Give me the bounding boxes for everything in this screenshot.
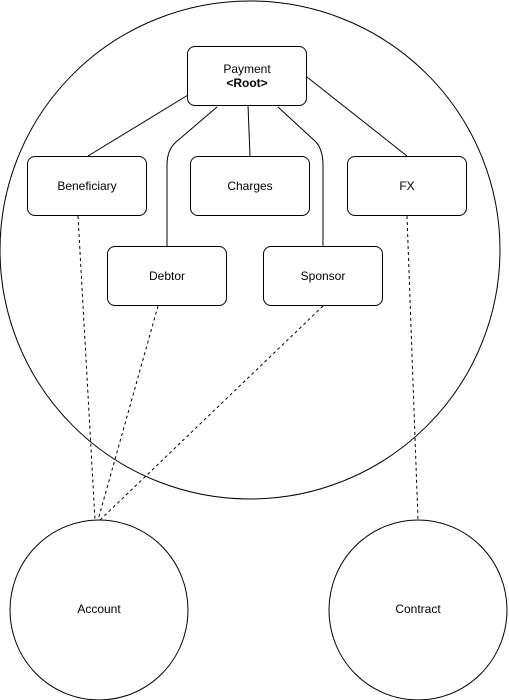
ref-fx-contract bbox=[406, 215, 419, 521]
account-label: Account bbox=[77, 602, 121, 616]
sponsor-node[interactable]: Sponsor bbox=[263, 246, 383, 306]
edge-root-fx bbox=[306, 76, 408, 157]
edge-root-sponsor bbox=[277, 106, 324, 247]
sponsor-label: Sponsor bbox=[300, 269, 346, 283]
beneficiary-node[interactable]: Beneficiary bbox=[27, 156, 147, 216]
payment-root-stereotype: <Root> bbox=[226, 76, 268, 90]
beneficiary-label: Beneficiary bbox=[57, 179, 117, 193]
edge-root-charges bbox=[247, 104, 251, 157]
fx-node[interactable]: FX bbox=[347, 156, 467, 216]
charges-node[interactable]: Charges bbox=[190, 156, 310, 216]
payment-root-node[interactable]: Payment <Root> bbox=[187, 46, 307, 106]
edge-root-debtor bbox=[166, 106, 218, 247]
edge-root-beneficiary bbox=[87, 94, 189, 157]
payment-root-name: Payment bbox=[223, 62, 271, 76]
contract-circle bbox=[328, 519, 508, 700]
ref-sponsor-account bbox=[99, 305, 324, 521]
charges-label: Charges bbox=[227, 179, 273, 193]
ref-beneficiary-account bbox=[77, 215, 96, 521]
ref-debtor-account bbox=[97, 305, 159, 521]
fx-label: FX bbox=[399, 179, 415, 193]
aggregate-boundary bbox=[0, 0, 501, 500]
contract-label: Contract bbox=[395, 602, 441, 616]
debtor-label: Debtor bbox=[148, 269, 186, 283]
debtor-node[interactable]: Debtor bbox=[107, 246, 227, 306]
account-circle bbox=[9, 519, 189, 700]
